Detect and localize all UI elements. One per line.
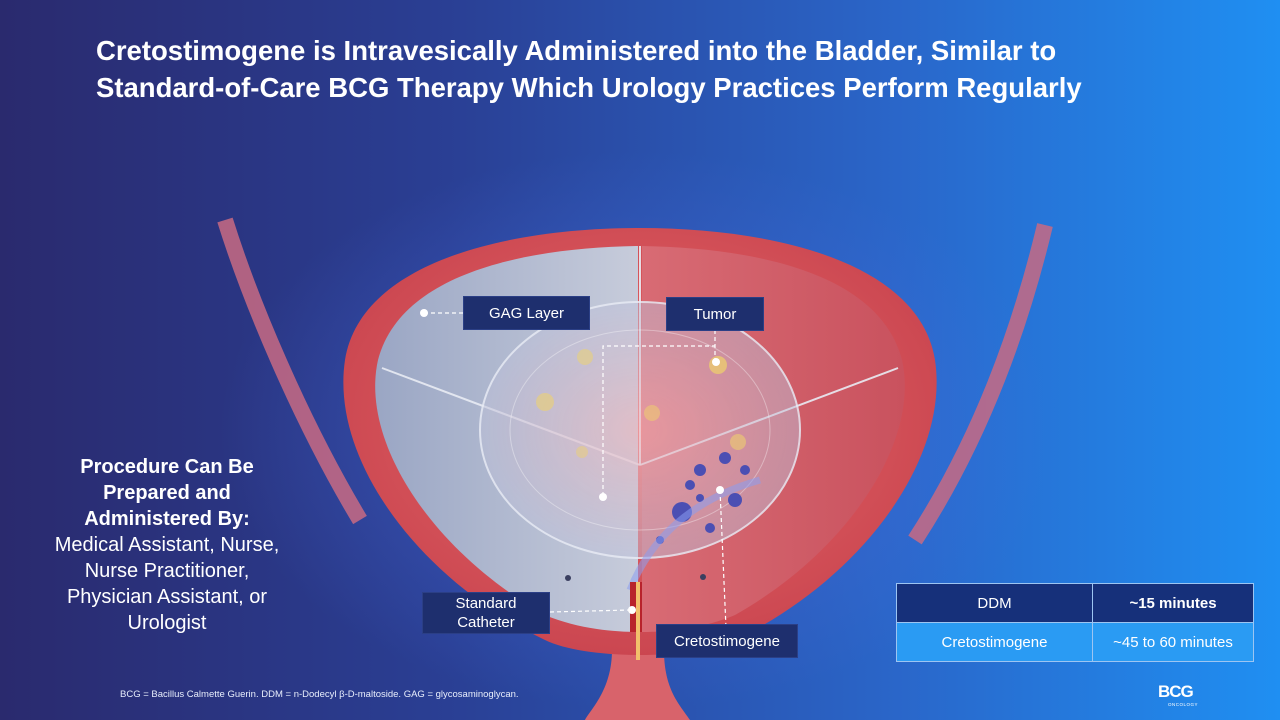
- callout-leaders: [424, 312, 727, 629]
- injection-stream: [626, 476, 761, 592]
- callout-cretostimogene-label: Cretostimogene: [674, 632, 780, 650]
- slide-title-line-2: Standard-of-Care BCG Therapy Which Urolo…: [96, 72, 1082, 103]
- urethra: [585, 650, 690, 720]
- table-row: DDM ~15 minutes: [896, 583, 1254, 623]
- ureteral-orifice-right: [700, 574, 706, 580]
- procedure-role-line: Nurse Practitioner,: [84, 560, 250, 582]
- logo-text: BCG: [1158, 682, 1194, 701]
- slide-title-line-1: Cretostimogene is Intravesically Adminis…: [96, 35, 1057, 66]
- procedure-role-line: Medical Assistant, Nurse,: [54, 534, 280, 556]
- timing-value-ddm: ~15 minutes: [1092, 583, 1254, 623]
- tumor-spot: [576, 446, 588, 458]
- procedure-heading: Procedure Can Be Prepared and Administer…: [14, 454, 320, 532]
- catheter-tube: [636, 582, 640, 660]
- tumor-sphere: [479, 301, 801, 559]
- callout-gag-layer-label: GAG Layer: [488, 304, 565, 322]
- callout-standard-catheter-line-1: Standard: [455, 595, 517, 612]
- callout-standard-catheter: Standard Catheter: [422, 592, 550, 634]
- procedure-heading-line: Prepared and: [103, 482, 231, 504]
- logo-subtext: ONCOLOGY: [1168, 702, 1199, 707]
- procedure-heading-line: Administered By:: [84, 508, 250, 530]
- procedure-roles: Medical Assistant, Nurse, Nurse Practiti…: [14, 532, 320, 636]
- procedure-heading-line: Procedure Can Be: [80, 456, 254, 478]
- left-ureter: [217, 217, 367, 525]
- callout-cretostimogene: Cretostimogene: [656, 624, 798, 658]
- callout-tumor-label: Tumor: [693, 305, 737, 323]
- procedure-panel: Procedure Can Be Prepared and Administer…: [14, 454, 320, 636]
- procedure-role-line: Urologist: [127, 612, 207, 634]
- timing-value-cretostimogene: ~45 to 60 minutes: [1092, 622, 1254, 662]
- tumor-inner-ring: [509, 329, 771, 531]
- tumor-spot: [730, 434, 746, 450]
- callout-standard-catheter-line-2: Catheter: [457, 614, 515, 631]
- tumor-spot: [644, 405, 660, 421]
- callout-dots: [420, 309, 724, 614]
- cg-oncology-logo-icon: BCG ONCOLOGY: [1148, 682, 1208, 708]
- callout-tumor: Tumor: [666, 297, 764, 331]
- timing-label-cretostimogene: Cretostimogene: [896, 622, 1093, 662]
- slide-title: Cretostimogene is Intravesically Adminis…: [96, 32, 1246, 106]
- table-row: Cretostimogene ~45 to 60 minutes: [896, 622, 1254, 662]
- ureteral-orifice-left: [565, 575, 571, 581]
- timing-label-ddm: DDM: [896, 583, 1093, 623]
- procedure-role-line: Physician Assistant, or: [66, 586, 268, 608]
- footnote: BCG = Bacillus Calmette Guerin. DDM = n-…: [120, 689, 519, 700]
- right-ureter: [908, 223, 1053, 545]
- tumor-spot: [536, 393, 554, 411]
- timing-table: DDM ~15 minutes Cretostimogene ~45 to 60…: [896, 583, 1254, 662]
- callout-gag-layer: GAG Layer: [463, 296, 590, 330]
- tumor-spot: [577, 349, 593, 365]
